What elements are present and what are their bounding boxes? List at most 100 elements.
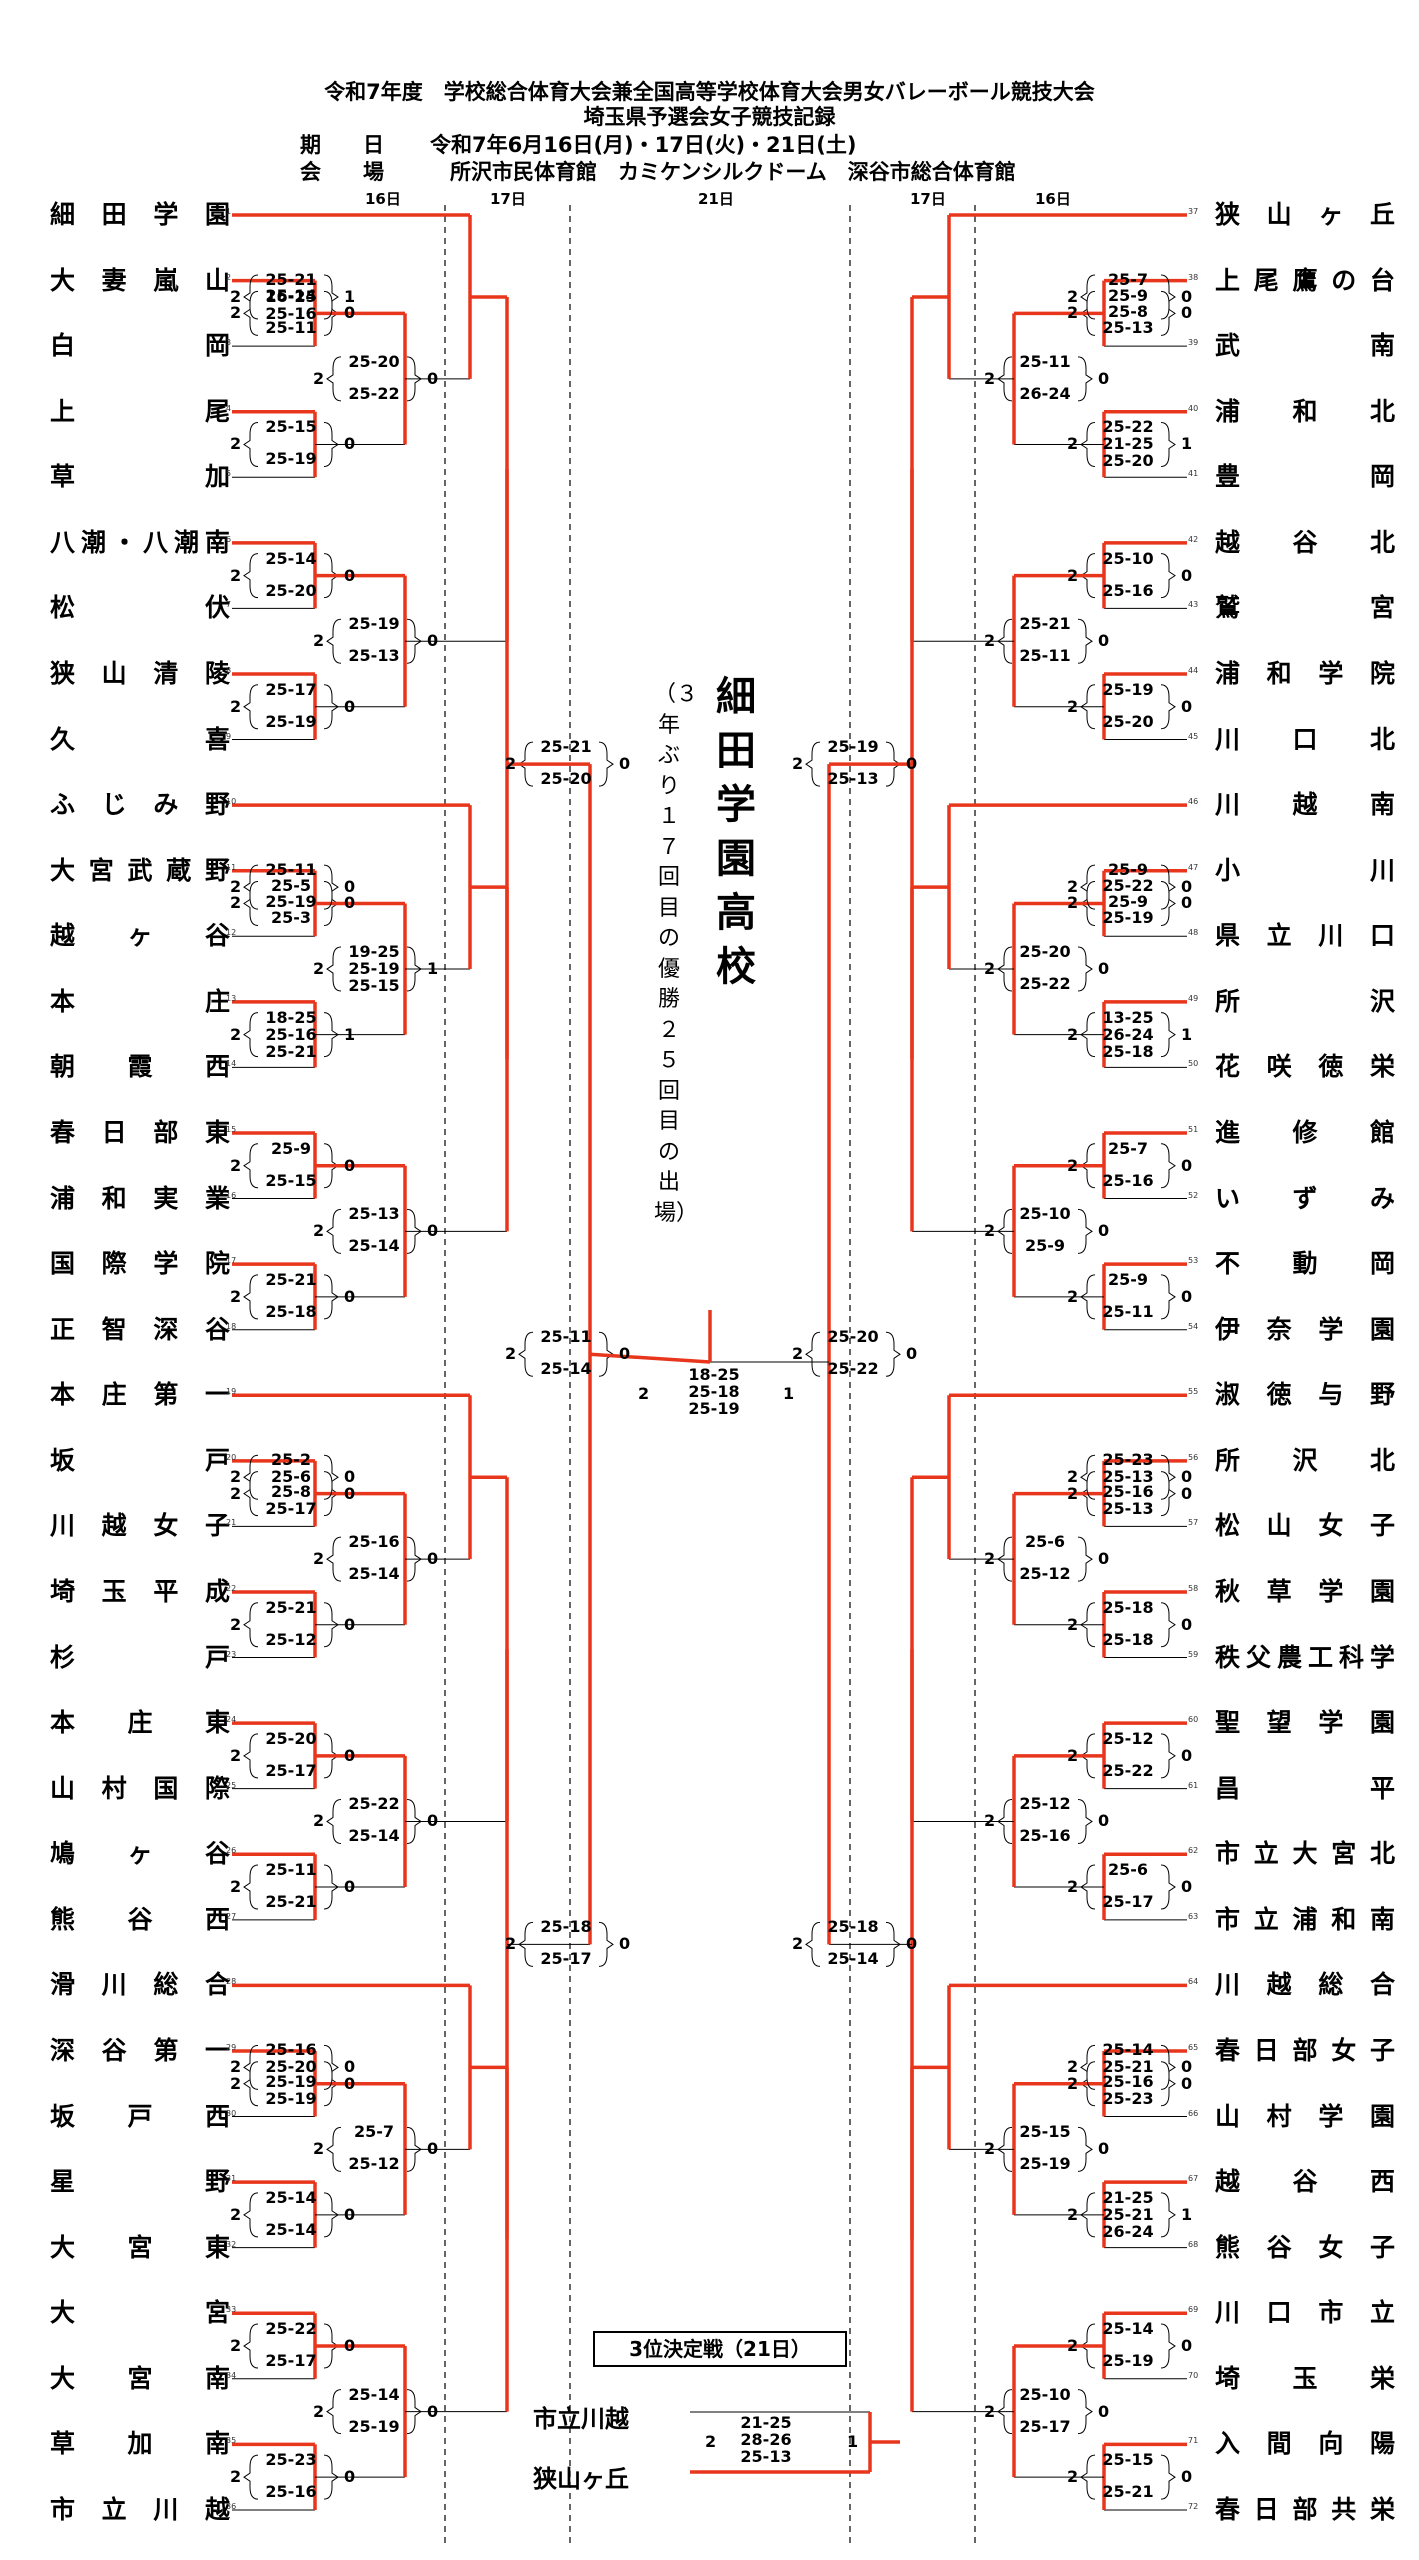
score-brace	[1160, 1274, 1176, 1320]
set-score: 25-16	[265, 1024, 317, 1044]
set-score: 25-21	[1102, 2056, 1154, 2076]
set-score: 25-8	[270, 1482, 312, 1502]
team-name: 山村学園	[1215, 2101, 1395, 2131]
sets-won: 2	[1067, 1877, 1079, 1897]
sets-won: 2	[230, 1745, 242, 1765]
set-score: 25-14	[827, 1949, 879, 1969]
set-score: 25-15	[1102, 2450, 1154, 2470]
sets-lost: 0	[344, 303, 356, 323]
sets-won: 2	[1067, 877, 1079, 897]
sets-won: 2	[505, 754, 517, 774]
sets-lost: 0	[1181, 1286, 1193, 1306]
team-number: 21	[226, 1518, 237, 1528]
team-name: 坂戸	[50, 1445, 230, 1475]
team-number: 14	[226, 1059, 237, 1069]
set-score: 25-19	[348, 614, 400, 634]
sets-lost: 0	[1181, 2336, 1193, 2356]
set-score: 25-11	[540, 1327, 592, 1347]
sets-won: 2	[313, 2139, 325, 2159]
set-score: 25-21	[1019, 614, 1071, 634]
sets-won: 2	[230, 434, 242, 454]
team-name: 埼玉栄	[1215, 2363, 1395, 2393]
sets-lost: 0	[1181, 1745, 1193, 1765]
sets-won: 2	[230, 1024, 242, 1044]
sets-won: 2	[313, 1221, 325, 1241]
score-brace	[243, 1274, 259, 1320]
sets-won: 2	[1067, 696, 1079, 716]
team-number: 6	[226, 534, 232, 544]
team-name: 入間向陽	[1215, 2429, 1395, 2459]
score-brace	[1077, 2126, 1093, 2172]
set-score: 25-21	[540, 737, 592, 757]
sets-won: 2	[1067, 1024, 1079, 1044]
sets-won: 2	[1067, 1155, 1079, 1175]
set-score: 25-19	[348, 959, 400, 979]
sets-lost: 0	[1098, 1549, 1110, 1569]
set-score: 25-10	[1019, 2384, 1071, 2404]
sets-won: 2	[230, 286, 242, 306]
score-brace	[243, 2044, 259, 2090]
date-label: 期 日	[300, 133, 384, 157]
sets-lost: 0	[344, 696, 356, 716]
set-score: 25-16	[1019, 1826, 1071, 1846]
set-score: 25-11	[265, 1860, 317, 1880]
team-number: 44	[1188, 665, 1199, 675]
score-brace	[243, 864, 259, 910]
set-score: 25-19	[1102, 908, 1154, 928]
team-name: 坂戸西	[50, 2101, 230, 2131]
score-brace	[243, 1471, 259, 1517]
sets-lost: 0	[619, 1344, 631, 1364]
set-score: 25-16	[1102, 580, 1154, 600]
team-name: 越谷北	[1215, 527, 1395, 557]
team-name: 川越総合	[1215, 1970, 1395, 2000]
team-number: 17	[226, 1256, 237, 1266]
set-score: 25-22	[1019, 974, 1071, 994]
set-score: 25-11	[265, 860, 317, 880]
team-number: 56	[1188, 1452, 1199, 1462]
team-name: 鷲宮	[1215, 593, 1395, 623]
set-score: 25-15	[265, 417, 317, 437]
sets-lost: 0	[344, 2467, 356, 2487]
score-brace	[1077, 1208, 1093, 1254]
title-line-1: 令和7年度 学校総合体育大会兼全国高等学校体育大会男女バレーボール競技大会	[324, 80, 1095, 104]
sets-lost: 0	[427, 631, 439, 651]
set-score: 25-17	[1102, 1892, 1154, 1912]
sets-lost: 0	[427, 1221, 439, 1241]
team-name: 国際学院	[50, 1249, 230, 1279]
set-score: 25-19	[348, 2416, 400, 2436]
set-score: 25-14	[348, 1236, 400, 1256]
champion-note: （３年ぶり１７回目の優勝 ２５回目の出場）	[654, 682, 703, 1226]
sets-won: 2	[1067, 2057, 1079, 2077]
score-brace	[243, 553, 259, 599]
set-score: 25-17	[265, 1760, 317, 1780]
team-name: 草加	[50, 462, 230, 492]
set-score: 25-6	[1024, 1532, 1066, 1552]
set-score: 25-20	[265, 1728, 317, 1748]
score-brace	[1077, 946, 1093, 992]
team-number: 27	[226, 1911, 237, 1921]
score-brace	[243, 1864, 259, 1910]
team-number: 59	[1188, 1649, 1199, 1659]
sets-won: 2	[313, 2401, 325, 2421]
set-score: 25-22	[827, 1359, 879, 1379]
sets-lost: 0	[1098, 631, 1110, 651]
sets-lost: 0	[344, 1745, 356, 1765]
team-name: 松伏	[50, 593, 230, 623]
set-score: 26-24	[1102, 1024, 1154, 1044]
set-score: 25-10	[1102, 548, 1154, 568]
set-score: 25-14	[348, 1826, 400, 1846]
sets-lost: 0	[1181, 2073, 1193, 2093]
title-line-2: 埼玉県予選会女子競技記録	[583, 105, 836, 129]
team-name: 大宮武蔵野	[50, 855, 230, 885]
set-score: 25-18	[1102, 1041, 1154, 1061]
team-name: 久喜	[50, 724, 230, 754]
team-name: 狭山ヶ丘	[1215, 200, 1395, 229]
set-score: 25-16	[1102, 1170, 1154, 1190]
team-number: 55	[1188, 1387, 1199, 1397]
third-place-team-2: 狭山ヶ丘	[533, 2465, 629, 2493]
set-score: 25-7	[353, 2122, 395, 2142]
set-score: 25-20	[1102, 711, 1154, 731]
sets-lost: 0	[1181, 877, 1193, 897]
final-sets-lost: 1	[783, 1384, 795, 1403]
score-brace	[243, 1012, 259, 1058]
